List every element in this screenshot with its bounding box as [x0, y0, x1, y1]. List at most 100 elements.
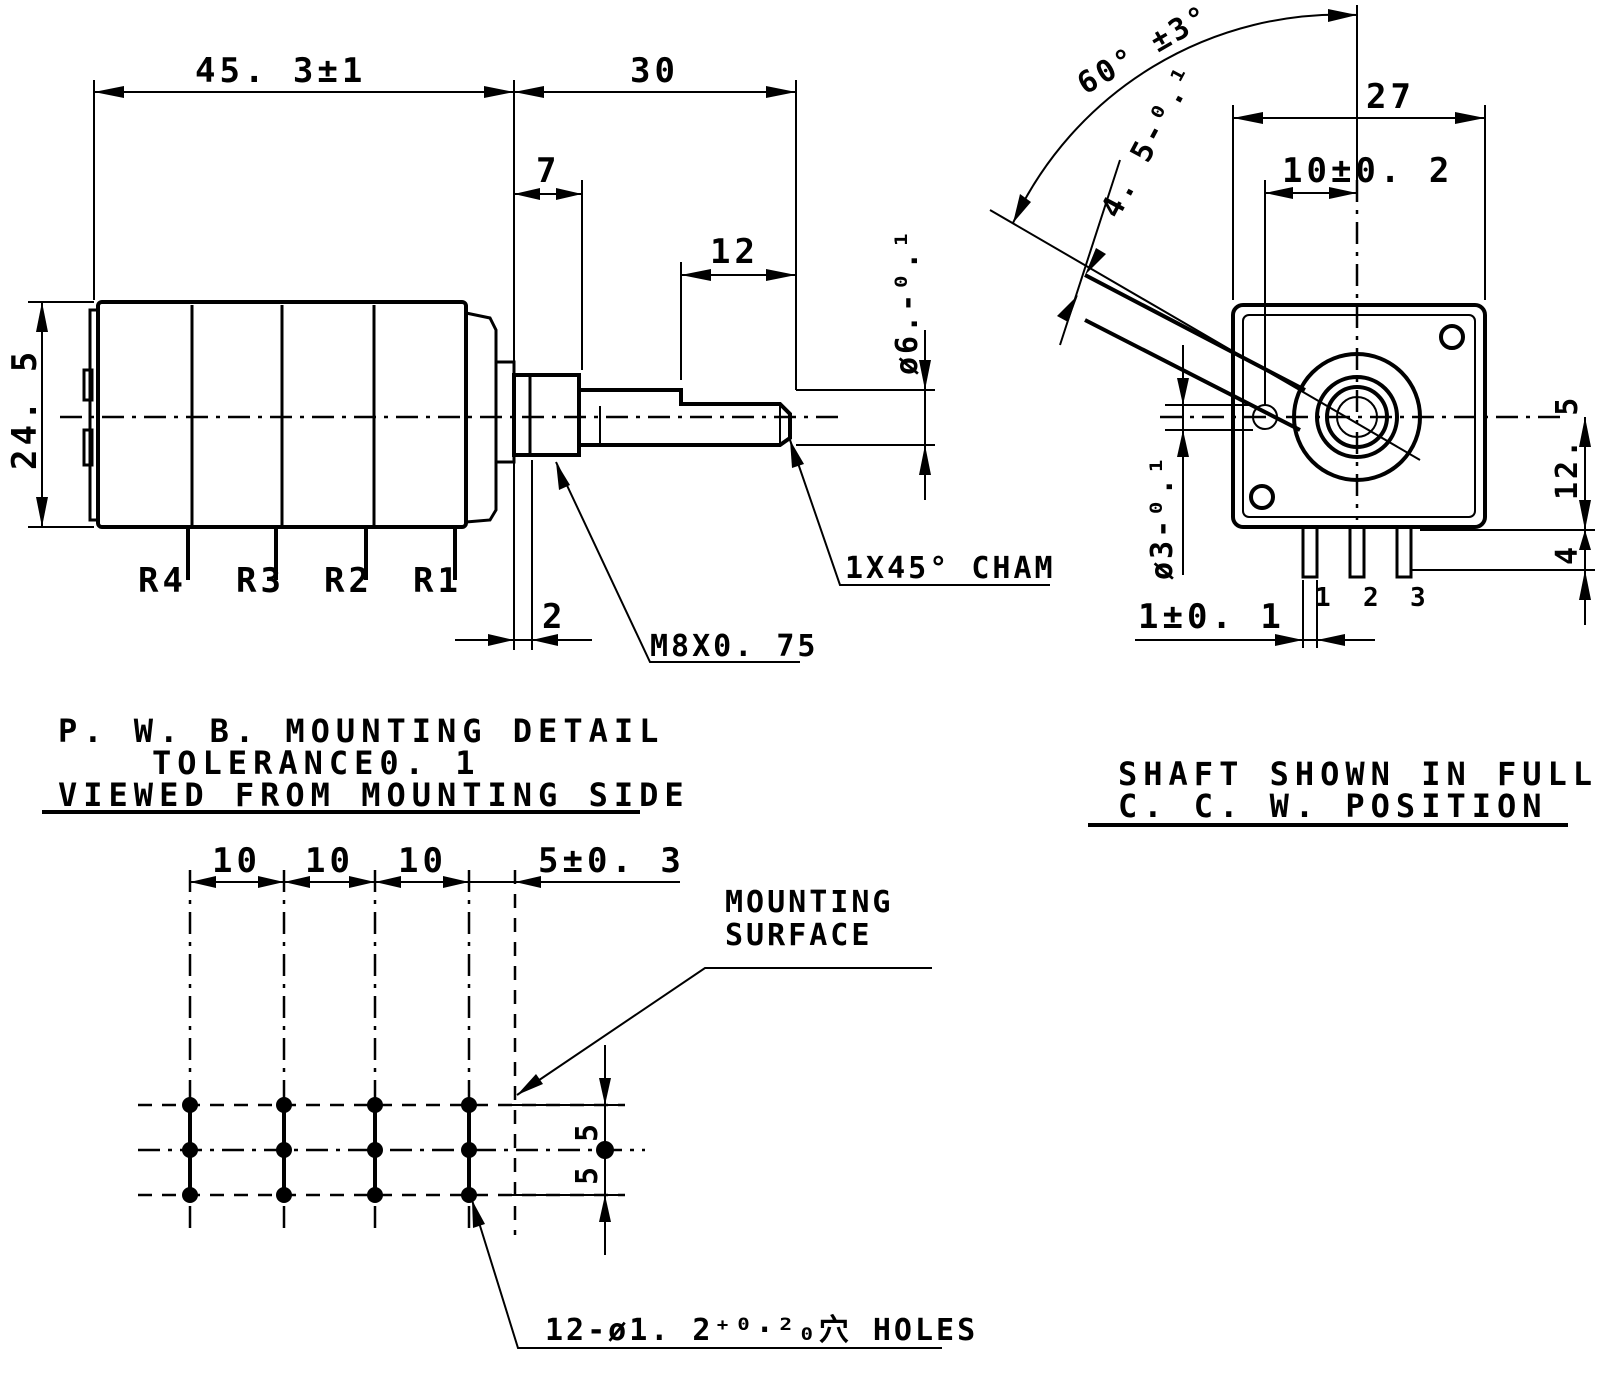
arrowhead: [36, 497, 48, 527]
dim-pin-width: 1±0. 1: [1138, 597, 1285, 637]
dim-bushing: 7: [536, 151, 560, 191]
pwb-detail: P. W. B. MOUNTING DETAIL TOLERANCE0. 1 V…: [42, 712, 978, 1349]
dim-spacing-2: 10: [305, 841, 354, 881]
rear-tab: [82, 368, 94, 402]
arrowhead: [1233, 112, 1263, 124]
label-chamfer: 1X45° CHAM: [845, 551, 1056, 586]
arrowhead: [1579, 417, 1591, 447]
dim-hole-dia: ø3-⁰.¹: [1145, 454, 1180, 580]
mount-hole: [1439, 324, 1465, 350]
pin-label-2: 2: [1363, 583, 1380, 613]
leader-holes: [471, 1199, 942, 1349]
dim-shaft-dia: ø6.-⁰.¹: [890, 228, 925, 375]
dim-row1: 5: [570, 1121, 605, 1142]
arrowhead: [599, 1195, 611, 1222]
arrowhead: [766, 269, 796, 281]
arrowhead: [556, 462, 570, 490]
arrowhead: [1265, 187, 1293, 199]
leader-mounting-surface: [516, 967, 932, 1096]
bushing: [512, 373, 581, 457]
arrowhead: [1455, 112, 1485, 124]
arrowhead: [1177, 378, 1189, 405]
rear-cap: [88, 308, 100, 522]
arrowhead: [1579, 570, 1591, 600]
arrowhead: [1579, 530, 1591, 550]
arrowhead: [1085, 248, 1106, 275]
arrowhead: [1328, 9, 1357, 22]
rear-tab: [82, 428, 94, 467]
arrowhead: [1013, 194, 1031, 223]
pin-2: [1348, 525, 1366, 579]
terminal-label-r4: R4: [138, 561, 187, 601]
arrowhead: [766, 86, 796, 98]
angle-arc: [1012, 13, 1358, 224]
arrowhead: [515, 876, 541, 888]
terminal-label-r1: R1: [413, 561, 462, 601]
arrowhead: [599, 1078, 611, 1105]
arrowhead: [919, 445, 931, 475]
dim-overall-body: 45. 3±1: [195, 51, 366, 91]
arrowhead: [349, 876, 375, 888]
arrowhead: [443, 876, 469, 888]
pin-1: [1301, 525, 1319, 579]
arrowhead: [258, 876, 284, 888]
arrowhead: [1329, 187, 1357, 199]
dim-washer: 2: [542, 597, 566, 637]
mount-hole: [1249, 484, 1275, 510]
dim-shaft-length: 30: [630, 51, 679, 91]
dim-spacing-3: 10: [398, 841, 447, 881]
washer: [494, 360, 516, 464]
front-view: 1 2 3 60° ±3° 4. 5-⁰.¹ 27 10±0. 2 ø3-⁰.¹: [989, 0, 1595, 648]
arrowhead: [514, 86, 544, 98]
arrowhead: [1177, 430, 1189, 457]
label-holes: 12-ø1. 2⁺⁰·²₀穴 HOLES: [545, 1313, 978, 1348]
dim-center-offset: 10±0. 2: [1282, 151, 1453, 191]
arrowhead: [1275, 634, 1303, 646]
terminal-label-r3: R3: [236, 561, 285, 601]
arrowhead: [472, 1200, 485, 1228]
arrowhead: [514, 188, 540, 200]
arrowhead: [790, 440, 804, 468]
arrowhead: [517, 1074, 543, 1095]
dim-edge: 5±0. 3: [538, 841, 685, 881]
dim-height-center: 12. 5: [1550, 395, 1585, 500]
label-surface-line1: MOUNTING: [725, 885, 894, 920]
hole-grid: [182, 1097, 614, 1203]
arrowhead: [556, 188, 582, 200]
arrowhead: [484, 86, 514, 98]
shaft-edge: [1084, 318, 1301, 432]
side-view: R4 R3 R2 R1 45. 3±1 30 7 12: [5, 51, 1056, 664]
arrowhead: [284, 876, 310, 888]
label-surface-line2: SURFACE: [725, 918, 872, 953]
dim-height: 24. 5: [5, 348, 45, 470]
shaft: [577, 388, 792, 447]
shaft-note-line1: SHAFT SHOWN IN FULL: [1118, 755, 1598, 793]
arrowhead: [1057, 295, 1078, 322]
dim-width: 27: [1366, 77, 1415, 117]
arrowhead: [190, 876, 216, 888]
pwb-title-line1: P. W. B. MOUNTING DETAIL: [58, 712, 664, 750]
terminal-label-r2: R2: [324, 561, 373, 601]
label-thread: M8X0. 75: [650, 629, 819, 664]
pwb-title-line3: VIEWED FROM MOUNTING SIDE: [58, 776, 690, 814]
shaft-axis-line: [989, 209, 1421, 461]
leader-chamfer: [789, 439, 1050, 586]
shaft-note: SHAFT SHOWN IN FULL C. C. W. POSITION: [1088, 755, 1598, 827]
arrowhead: [488, 634, 514, 646]
arrowhead: [532, 634, 558, 646]
arrowhead: [375, 876, 401, 888]
arrowhead: [1317, 634, 1345, 646]
shaft-edge: [1084, 273, 1306, 392]
dim-pin-len: 4: [1550, 544, 1585, 565]
arrowhead: [36, 302, 48, 332]
dim-flat-length: 12: [710, 232, 759, 272]
shaft-note-line2: C. C. W. POSITION: [1118, 787, 1548, 825]
leader-thread: [555, 461, 800, 663]
pin-label-1: 1: [1315, 583, 1332, 613]
pin-3: [1395, 525, 1413, 579]
pwb-title-line2: TOLERANCE0. 1: [152, 744, 480, 782]
arrowhead: [1579, 500, 1591, 530]
arrowhead: [94, 86, 124, 98]
dim-row2: 5: [570, 1164, 605, 1185]
